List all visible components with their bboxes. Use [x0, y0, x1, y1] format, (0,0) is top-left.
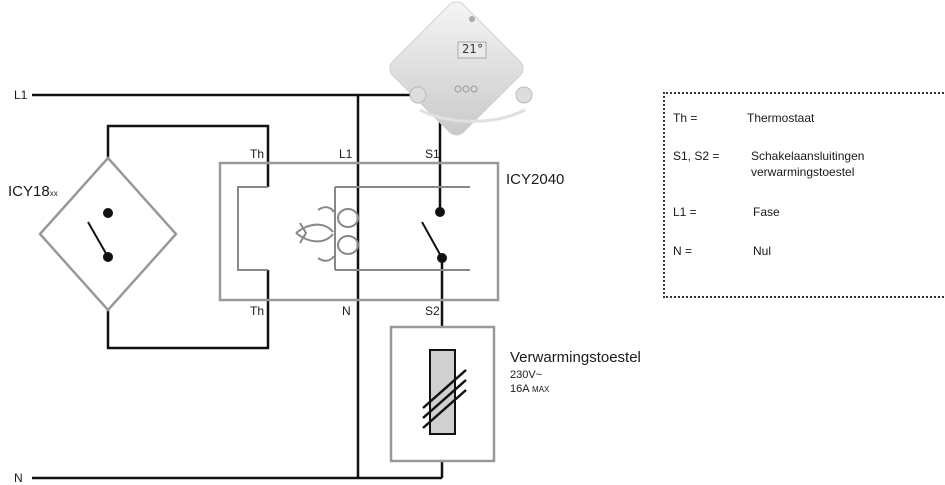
- legend-key: N =: [673, 244, 693, 258]
- legend-key: Th =: [673, 111, 698, 125]
- terminal-s1-label: S1: [425, 147, 440, 161]
- heater-name: Verwarmingstoestel: [510, 349, 641, 366]
- terminal-l1-label: L1: [339, 147, 353, 161]
- n-line-label: N: [14, 471, 23, 485]
- l1-line-label: L1: [14, 88, 28, 102]
- legend-key: L1 =: [673, 205, 697, 219]
- relay-name: ICY2040: [506, 171, 565, 188]
- terminal-th-bottom-label: Th: [250, 304, 265, 318]
- relay-box: [218, 161, 500, 302]
- legend-value: Fase: [753, 205, 780, 219]
- terminal-s2-label: S2: [425, 304, 440, 318]
- legend-value-line2: verwarmingstoestel: [751, 165, 855, 179]
- sensor-name: ICY18xx: [8, 183, 58, 200]
- sensor-name-main: ICY18: [8, 183, 50, 200]
- thermostat-display-temp: 21°: [462, 42, 484, 56]
- legend-value: Schakelaansluitingen: [751, 149, 865, 163]
- relay-inner-circuit: [237, 186, 268, 271]
- relay-coil-icon: [295, 206, 359, 262]
- sensor-diamond: [38, 156, 178, 312]
- heater-current-suffix: MAX: [532, 385, 550, 394]
- heater-voltage: 230V~: [510, 369, 543, 381]
- terminal-n-label: N: [342, 304, 351, 318]
- legend-key: S1, S2 =: [673, 149, 720, 163]
- legend-value: Thermostaat: [747, 111, 815, 125]
- legend-value: Nul: [753, 244, 772, 258]
- sensor-name-suffix: xx: [49, 189, 58, 198]
- heater-current-value: 16A: [510, 383, 529, 395]
- legend-box: Th = Thermostaat S1, S2 = Schakelaanslui…: [663, 92, 945, 298]
- terminal-th-top-label: Th: [250, 147, 265, 161]
- thermostat-device-icon: [389, 1, 533, 136]
- heater-current: 16A MAX: [510, 383, 549, 395]
